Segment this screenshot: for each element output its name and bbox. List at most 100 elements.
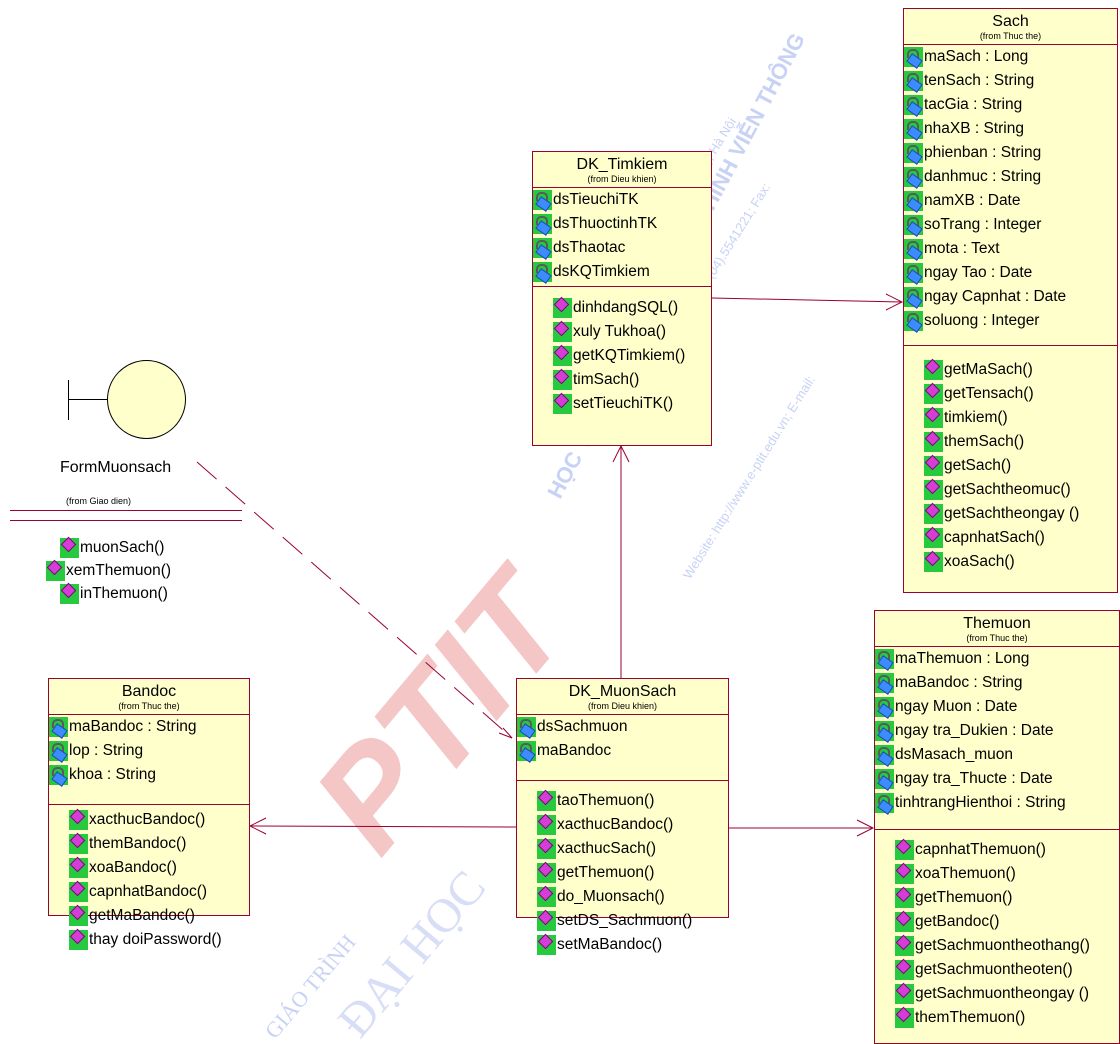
attribute-label: maBandoc [537,742,612,759]
attribute-row[interactable]: maBandoc : String [875,671,1119,695]
attribute-row[interactable]: dsSachmuon [517,715,728,739]
operation-row[interactable]: getSachmuontheoten() [877,958,1119,982]
operation-row[interactable]: getSach() [906,454,1117,478]
attribute-row[interactable]: dsKQTimkiem [533,260,711,284]
operation-row[interactable]: getMaBandoc() [51,904,249,928]
public-operation-icon [924,552,943,572]
operation-row[interactable]: xoaBandoc() [51,856,249,880]
public-operation-icon [924,504,943,524]
operation-row[interactable]: muonSach() [60,536,171,559]
public-operation-icon [537,815,556,835]
attribute-row[interactable]: mota : Text [904,237,1117,261]
private-attribute-icon [904,263,923,283]
operation-row[interactable]: themThemuon() [877,1006,1119,1030]
attribute-row[interactable]: dsThaotac [533,236,711,260]
class-package: (from Thuc the) [979,31,1042,41]
boundary-icon [107,360,186,439]
attribute-row[interactable]: tacGia : String [904,93,1117,117]
attribute-row[interactable]: soTrang : Integer [904,213,1117,237]
attribute-row[interactable]: namXB : Date [904,189,1117,213]
attribute-row[interactable]: ngay tra_Dukien : Date [875,719,1119,743]
operation-label: themThemuon() [915,1009,1026,1026]
public-operation-icon [537,935,556,955]
operation-row[interactable]: xoaThemuon() [877,862,1119,886]
operation-row[interactable]: xacthucBandoc() [519,813,728,837]
attribute-label: ngay Capnhat : Date [924,288,1067,305]
attribute-row[interactable]: tinhtrangHienthoi : String [875,791,1119,815]
attribute-row[interactable]: ngay Muon : Date [875,695,1119,719]
operation-row[interactable]: timSach() [535,368,711,392]
operation-row[interactable]: xuly Tukhoa() [535,320,711,344]
public-operation-icon [895,840,914,860]
operation-row[interactable]: capnhatThemuon() [877,838,1119,862]
attribute-row[interactable]: maBandoc : String [49,715,249,739]
private-attribute-icon [904,167,923,187]
attribute-label: maBandoc : String [895,674,1023,691]
operation-label: getBandoc() [915,913,1000,930]
association-dktimkiem-to-sach[interactable] [711,297,903,303]
public-operation-icon [895,912,914,932]
class-package: (from Thuc the) [966,633,1028,643]
attribute-label: maSach : Long [924,48,1029,65]
dependency-form-to-dkmuonsach[interactable] [196,461,513,739]
operation-row[interactable]: dinhdangSQL() [535,296,711,320]
attribute-row[interactable]: maSach : Long [904,45,1117,69]
operation-row[interactable]: themBandoc() [51,832,249,856]
attribute-row[interactable]: maBandoc [517,739,728,763]
operation-row[interactable]: do_Muonsach() [519,885,728,909]
operation-row[interactable]: xacthucBandoc() [51,808,249,832]
attribute-row[interactable]: ngay Capnhat : Date [904,285,1117,309]
attribute-row[interactable]: dsThuoctinhTK [533,212,711,236]
operation-row[interactable]: getKQTimkiem() [535,344,711,368]
operation-row[interactable]: capnhatSach() [906,526,1117,550]
association-dkmuonsach-to-bandoc[interactable] [249,825,517,828]
operation-row[interactable]: setDS_Sachmuon() [519,909,728,933]
operation-label: taoThemuon() [557,792,655,809]
attribute-row[interactable]: nhaXB : String [904,117,1117,141]
operation-row[interactable]: getTensach() [906,382,1117,406]
attribute-row[interactable]: dsMasach_muon [875,743,1119,767]
attribute-row[interactable]: ngay Tao : Date [904,261,1117,285]
public-operation-icon [553,298,572,318]
operation-row[interactable]: xacthucSach() [519,837,728,861]
attribute-row[interactable]: ngay tra_Thucte : Date [875,767,1119,791]
public-operation-icon [924,528,943,548]
operation-label: getMaSach() [944,361,1033,378]
attribute-row[interactable]: khoa : String [49,763,249,787]
public-operation-icon [553,322,572,342]
attribute-row[interactable]: soluong : Integer [904,309,1117,333]
operation-label: xacthucSach() [557,840,657,857]
operation-row[interactable]: themSach() [906,430,1117,454]
operation-row[interactable]: getBandoc() [877,910,1119,934]
operation-row[interactable]: getSachtheomuc() [906,478,1117,502]
attribute-row[interactable]: dsTieuchiTK [533,188,711,212]
operation-row[interactable]: getThemuon() [519,861,728,885]
attribute-section: maThemuon : Long maBandoc : String ngay Mu… [875,646,1119,829]
operation-row[interactable]: thay doiPassword() [51,928,249,952]
attribute-label: khoa : String [69,766,157,783]
operation-row[interactable]: setMaBandoc() [519,933,728,957]
operation-row[interactable]: timkiem() [906,406,1117,430]
operation-row[interactable]: xoaSach() [906,550,1117,574]
attribute-row[interactable]: tenSach : String [904,69,1117,93]
operation-row[interactable]: setTieuchiTK() [535,392,711,416]
operation-row[interactable]: getSachtheongay () [906,502,1117,526]
operation-row[interactable]: xemThemuon() [46,559,171,582]
operation-row[interactable]: getThemuon() [877,886,1119,910]
attribute-row[interactable]: phienban : String [904,141,1117,165]
attribute-row[interactable]: maThemuon : Long [875,647,1119,671]
attribute-row[interactable]: lop : String [49,739,249,763]
operation-row[interactable]: taoThemuon() [519,789,728,813]
attribute-label: tinhtrangHienthoi : String [895,794,1066,811]
operation-row[interactable]: getSachmuontheothang() [877,934,1119,958]
operation-row[interactable]: getMaSach() [906,358,1117,382]
attribute-row[interactable]: danhmuc : String [904,165,1117,189]
operation-row[interactable]: getSachmuontheongay () [877,982,1119,1006]
operation-row[interactable]: capnhatBandoc() [51,880,249,904]
operation-row[interactable]: inThemuon() [60,582,171,605]
